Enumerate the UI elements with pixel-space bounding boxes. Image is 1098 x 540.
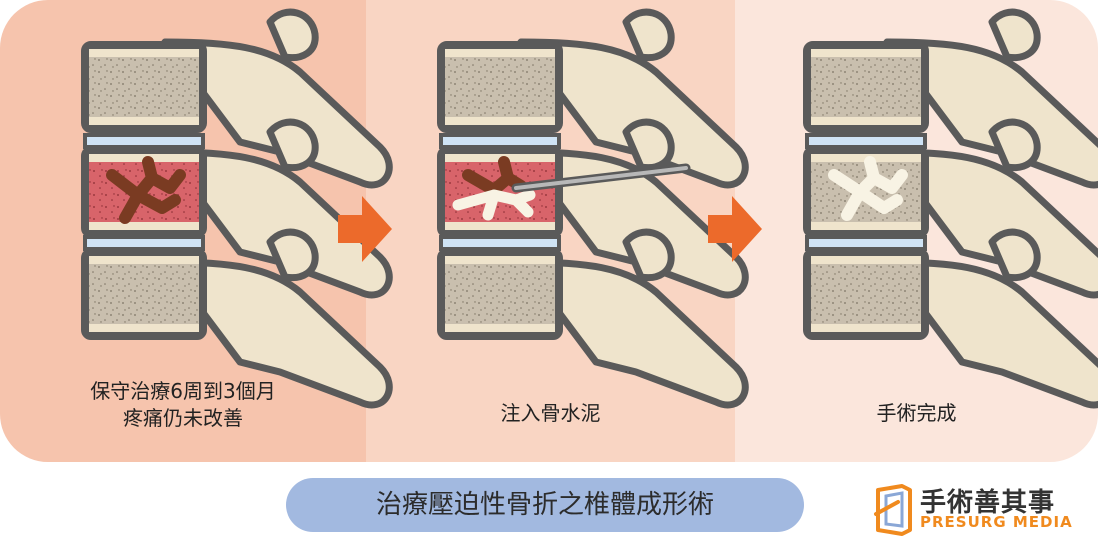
presurg-logo: 手術善其事 PRESURG MEDIA: [872, 480, 1098, 540]
step-3-caption-line1: 手術完成: [876, 401, 957, 425]
step-3-caption: 手術完成: [735, 400, 1098, 427]
step-1-caption-line1: 保守治療6周到3個月: [90, 379, 276, 403]
logo-name-en: PRESURG MEDIA: [920, 513, 1073, 531]
step-1-caption-line2: 疼痛仍未改善: [123, 406, 243, 430]
step-1-caption: 保守治療6周到3個月 疼痛仍未改善: [0, 378, 366, 432]
step-2-caption: 注入骨水泥: [366, 400, 735, 427]
logo-name-cn: 手術善其事: [920, 488, 1056, 518]
arrow-right-icon: [708, 192, 762, 262]
spine-illustrations: [81, 0, 1098, 462]
arrow-right-icon: [338, 192, 392, 262]
title-banner: 治療壓迫性骨折之椎體成形術: [286, 478, 804, 532]
step-2-caption-line1: 注入骨水泥: [500, 401, 601, 425]
logo-mark-icon: [874, 484, 912, 536]
